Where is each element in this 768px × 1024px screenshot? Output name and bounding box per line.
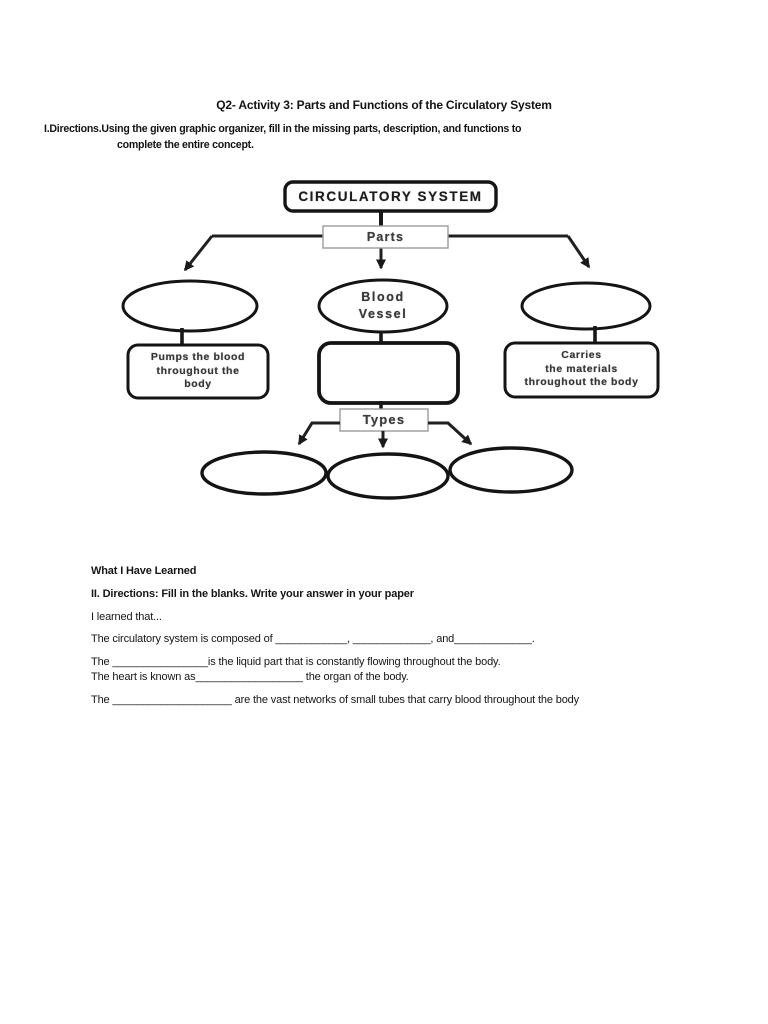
root-box-label: CIRCULATORY SYSTEM (298, 189, 483, 204)
learned-intro: I learned that... (91, 611, 162, 623)
type-oval-2 (326, 452, 450, 500)
middle-part-oval (317, 278, 449, 334)
right-part-oval (520, 281, 652, 331)
learned-directions: II. Directions: Fill in the blanks. Writ… (91, 588, 414, 600)
middle-part-label: Blood Vessel (358, 290, 408, 321)
fill-blank-sentence-3: The heart is known as__________________ … (91, 671, 409, 683)
type-oval-1 (200, 450, 328, 496)
arrow-to-type-oval-3 (428, 421, 473, 446)
middle-function-box (317, 341, 460, 405)
right-function-label: Carries the materials throughout the bod… (524, 349, 639, 388)
fill-blank-sentence-4: The ____________________ are the vast ne… (91, 694, 579, 706)
fill-blank-sentence-1: The circulatory system is composed of __… (91, 633, 535, 645)
types-box-label: Types (362, 412, 406, 427)
root-box (283, 180, 498, 213)
directions-line-1: I.Directions.Using the given graphic org… (44, 123, 522, 135)
graphic-organizer-image: CIRCULATORY SYSTEM Parts Blood Vessel Pu… (110, 170, 670, 515)
arrow-to-left-oval (183, 235, 214, 272)
arrow-to-right-oval (566, 235, 591, 269)
arrow-to-type-oval-1 (297, 421, 340, 446)
parts-box-label: Parts (366, 230, 405, 244)
type-oval-3 (448, 446, 574, 494)
directions-line-2: complete the entire concept. (117, 139, 254, 151)
graphic-organizer-shapes (121, 180, 660, 500)
left-function-box (126, 343, 270, 400)
left-function-label: Pumps the blood throughout the body (150, 351, 246, 390)
left-part-oval (121, 279, 259, 333)
page-title: Q2- Activity 3: Parts and Functions of t… (216, 98, 552, 112)
fill-blank-sentence-2: The ________________is the liquid part t… (91, 656, 501, 668)
learned-heading: What I Have Learned (91, 565, 197, 577)
parts-box (322, 225, 449, 249)
right-function-box (503, 341, 660, 399)
